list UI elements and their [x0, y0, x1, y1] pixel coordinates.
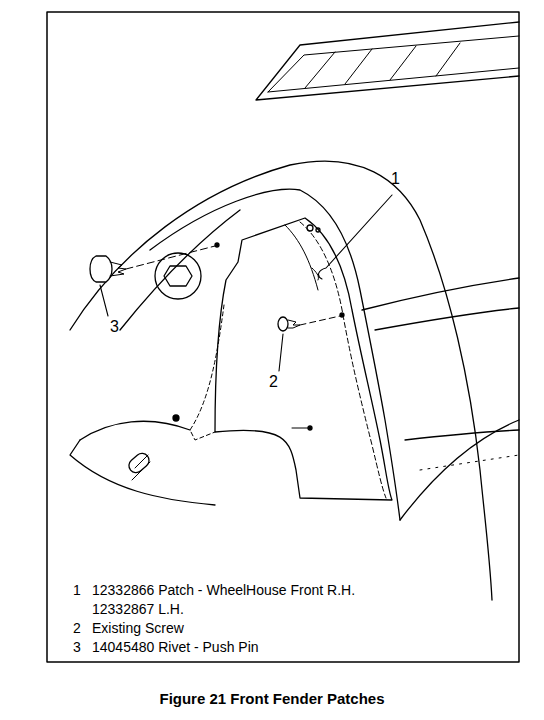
callout-number: 2 — [269, 373, 278, 391]
part-description: Existing Screw — [92, 620, 184, 636]
figure-caption: Figure 21 Front Fender Patches — [159, 690, 384, 707]
wheelhouse-patch — [173, 218, 392, 500]
side-vent — [256, 22, 519, 100]
callout-number: 3 — [110, 318, 119, 336]
callout-number: 1 — [391, 170, 400, 188]
fender-arch — [70, 161, 492, 600]
figure-frame — [47, 12, 519, 662]
legend-number: 2 — [73, 620, 81, 636]
part-description: 14045480 Rivet - Push Pin — [92, 639, 259, 655]
legend-number: 3 — [73, 639, 81, 655]
leader-line — [100, 195, 392, 371]
part-description: 12332866 Patch - WheelHouse Front R.H. — [92, 582, 355, 598]
legend-number: 1 — [73, 582, 81, 598]
part-description: 12332867 L.H. — [92, 601, 184, 617]
push-pin-rivet — [90, 246, 215, 282]
existing-screw — [278, 316, 340, 331]
